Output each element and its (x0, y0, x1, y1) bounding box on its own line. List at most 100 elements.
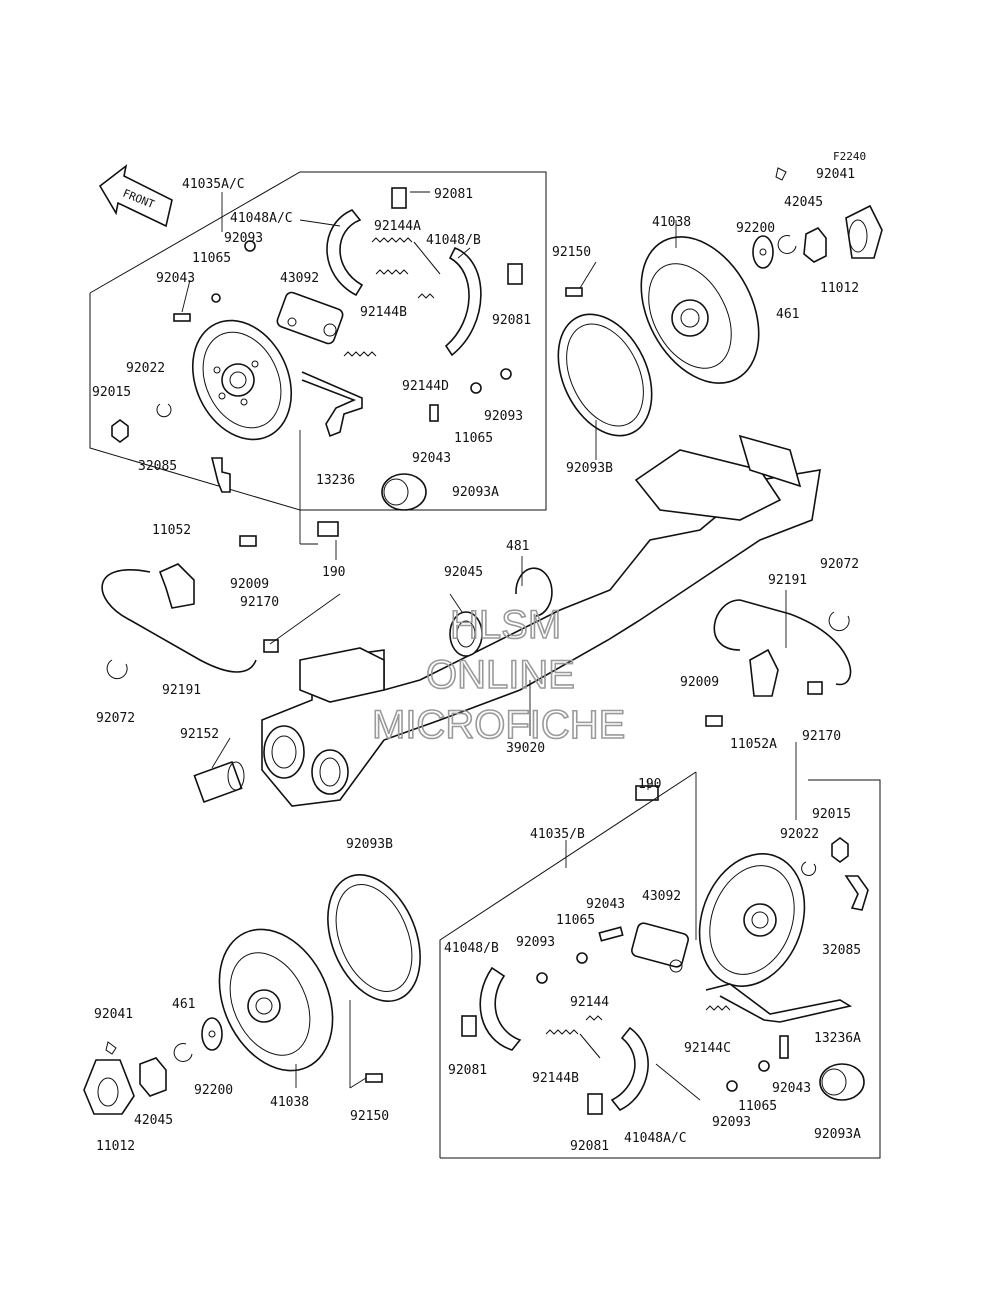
callout-11065-bottom-1: 11065 (556, 913, 595, 928)
pin-92041-bottom (105, 1041, 117, 1055)
washer-11065-top (211, 293, 221, 303)
brake-hose-left (101, 535, 279, 680)
front-arrow-icon: FRONT (98, 164, 173, 228)
callout-92191-right: 92191 (768, 573, 807, 588)
callout-461-top: 461 (776, 307, 799, 322)
cap-11012-top (845, 204, 883, 259)
clip-bottom-2 (587, 1093, 603, 1115)
callout-41035b: 41035/B (530, 827, 585, 842)
callout-92200-top: 92200 (736, 221, 775, 236)
callout-92093a-bottom: 92093A (814, 1127, 861, 1142)
callout-92144: 92144 (570, 995, 609, 1010)
watermark-line2: ONLINE (426, 653, 575, 697)
brake-drum-seal-top (557, 313, 653, 437)
callout-92170-right: 92170 (802, 729, 841, 744)
callout-13236: 13236 (316, 473, 355, 488)
callout-92144d: 92144D (402, 379, 449, 394)
part-callouts: 41035A/C 41048A/C 92081 92144A 41048/B 9… (92, 167, 861, 1154)
cap-92093a-top (381, 473, 427, 511)
callout-92043-bottom-2: 92043 (772, 1081, 811, 1096)
callout-92081-top-2: 92081 (492, 313, 531, 328)
callout-32085-bottom: 32085 (822, 943, 861, 958)
nut-42045-bottom (139, 1057, 167, 1097)
callout-43092-bottom: 43092 (642, 889, 681, 904)
callout-41048b-top: 41048/B (426, 233, 481, 248)
callout-92170-left: 92170 (240, 595, 279, 610)
clip-92072-right (828, 611, 850, 632)
callout-92009-right: 92009 (680, 675, 719, 690)
callout-41038-top: 41038 (652, 215, 691, 230)
leader-lines (181, 191, 797, 1101)
brake-shoe-b-top (444, 246, 482, 357)
washer-92200-bottom (201, 1017, 223, 1051)
callout-92150-bottom: 92150 (350, 1109, 389, 1124)
callout-39020: 39020 (506, 741, 545, 756)
washer-92200-top (752, 235, 774, 269)
callout-92015-top: 92015 (92, 385, 131, 400)
callout-92022-top: 92022 (126, 361, 165, 376)
rear-axle-housing (261, 434, 821, 807)
callout-11012-bottom: 11012 (96, 1139, 135, 1154)
ring-481 (515, 567, 553, 617)
washer-92093-bottom (536, 972, 548, 984)
bolt-92150-top (565, 287, 583, 297)
callout-92200-bottom: 92200 (194, 1083, 233, 1098)
callout-41035ac: 41035A/C (182, 177, 245, 192)
callout-43092-top: 43092 (280, 271, 319, 286)
springs-top (343, 237, 441, 357)
callout-41048b-bottom: 41048/B (444, 941, 499, 956)
watermark-line3: MICROFICHE (372, 703, 625, 747)
bolt-92150-bottom (365, 1073, 383, 1083)
callout-92081-bottom-1: 92081 (448, 1063, 487, 1078)
callout-92093-top-1: 92093 (224, 231, 263, 246)
callout-92093-bottom-2: 92093 (712, 1115, 751, 1130)
callout-42045-top: 42045 (784, 195, 823, 210)
callout-92043-top-1: 92043 (156, 271, 195, 286)
clip-32085-bottom (844, 875, 869, 911)
watermark: HLSM ONLINE MICROFICHE (371, 602, 626, 748)
wheel-cylinder-bottom (631, 922, 689, 973)
washer-11065-bottom-2 (758, 1060, 770, 1072)
callout-41038-bottom: 41038 (270, 1095, 309, 1110)
bolt-92009-left (239, 535, 257, 547)
seal-92045 (449, 611, 483, 657)
callout-11065-top-1: 11065 (192, 251, 231, 266)
pin-92041-top (775, 167, 787, 181)
callout-92093a-top: 92093A (452, 485, 499, 500)
clip-top-2 (507, 263, 523, 285)
springs-bottom (545, 1005, 731, 1059)
callout-92043-top-2: 92043 (412, 451, 451, 466)
callout-92072-left: 92072 (96, 711, 135, 726)
clip-461-bottom (173, 1043, 193, 1063)
callout-11012-top: 11012 (820, 281, 859, 296)
brake-backing-plate-bottom (698, 853, 806, 987)
callout-13236a: 13236A (814, 1031, 861, 1046)
callout-92081-top-1: 92081 (434, 187, 473, 202)
cap-11012-bottom (83, 1059, 135, 1115)
washer-92093-top-2 (500, 368, 512, 380)
callout-11052: 11052 (152, 523, 191, 538)
callout-92093-bottom-1: 92093 (516, 935, 555, 950)
callout-92152: 92152 (180, 727, 219, 742)
washer-11065-bottom (576, 952, 588, 964)
pin-92043-top (173, 313, 191, 322)
pin-92043-bottom-2 (779, 1035, 789, 1059)
callout-92045: 92045 (444, 565, 483, 580)
diagram-code: F2240 (833, 150, 866, 163)
callout-481: 481 (506, 539, 529, 554)
callout-92144a: 92144A (374, 219, 421, 234)
callout-190-top: 190 (322, 565, 345, 580)
brake-lever-top (301, 371, 363, 438)
callout-11065-bottom-2: 11065 (738, 1099, 777, 1114)
callout-41048ac-bottom: 41048A/C (624, 1131, 687, 1146)
wheel-cylinder-top (276, 291, 344, 345)
washer-92093-top (244, 240, 256, 252)
callout-92093b-bottom: 92093B (346, 837, 393, 852)
nut-92015-bottom (831, 837, 849, 863)
clip-92022-top (156, 403, 172, 418)
lower-brake-frame (439, 771, 881, 1159)
callout-92093b-top: 92093B (566, 461, 613, 476)
callout-92041-bottom: 92041 (94, 1007, 133, 1022)
